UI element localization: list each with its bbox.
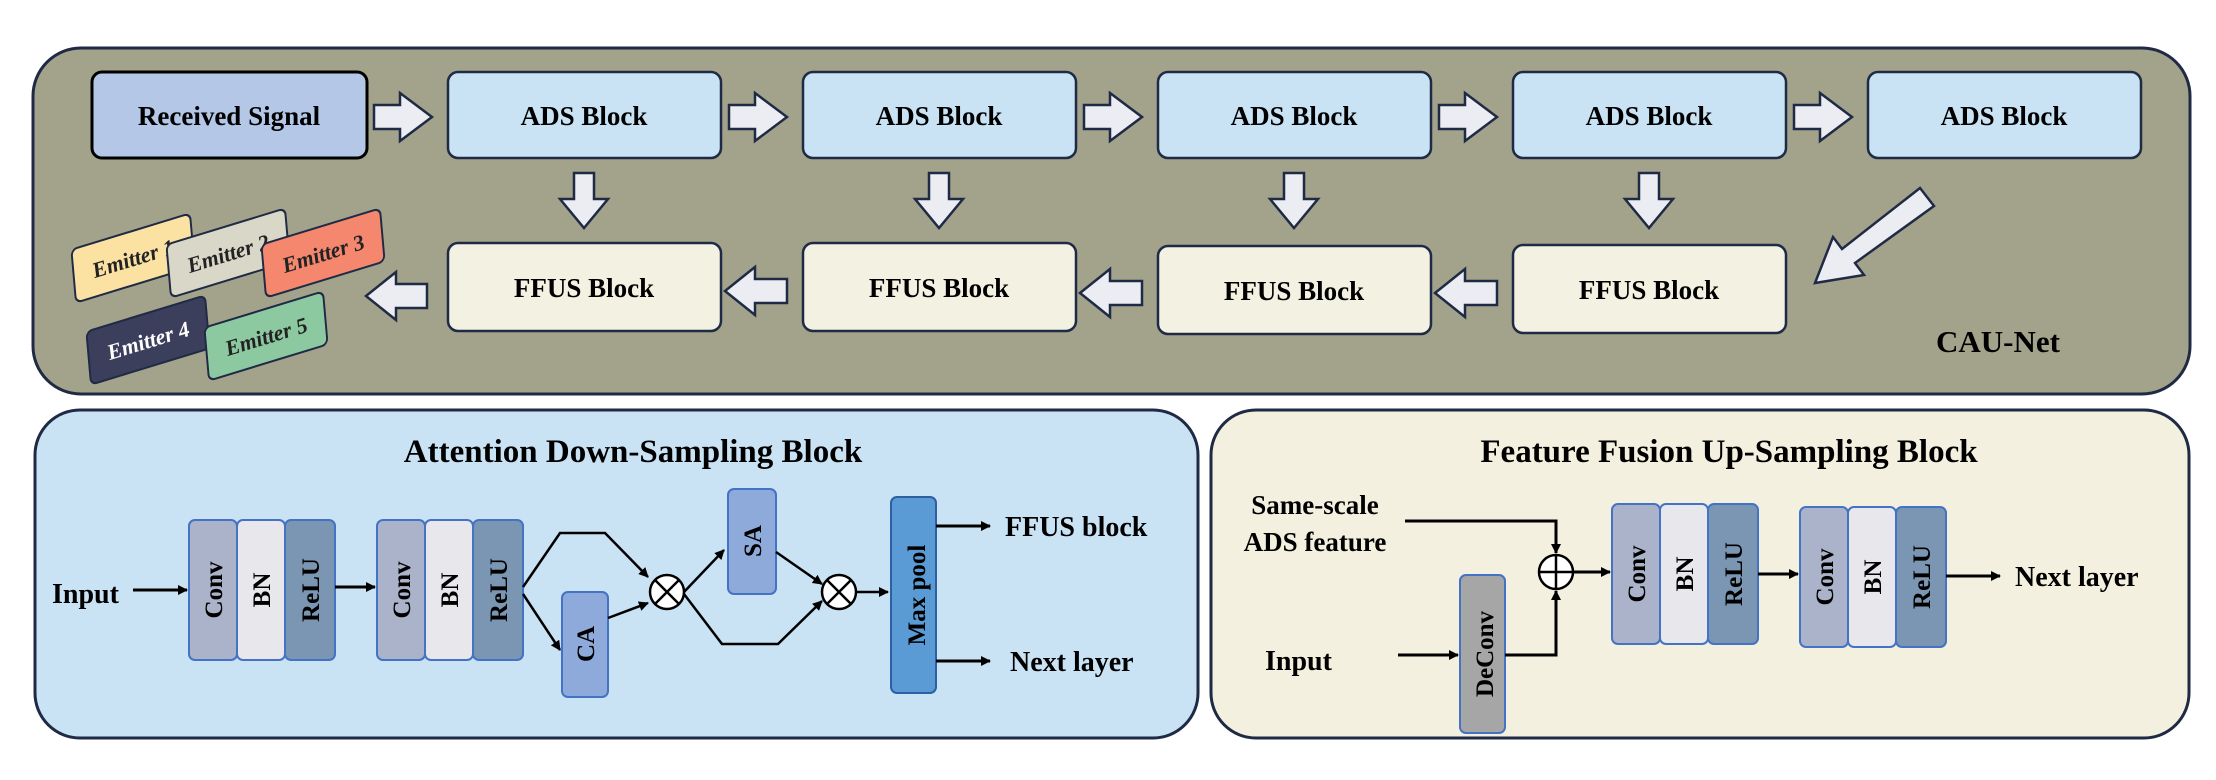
ffus-block-2: FFUS Block [801,241,1078,333]
relu-label: ReLU [298,558,325,622]
ffus-block-label: FFUS Block [869,273,1009,303]
ffus-panel-title: Feature Fusion Up-Sampling Block [1480,434,1978,470]
relu-label: ReLU [1721,542,1748,606]
skip-label-line2: ADS feature [1244,527,1387,557]
conv-label: Conv [389,561,416,618]
sa-block: SA [727,488,777,595]
ads-block-4: ADS Block [1511,70,1788,160]
ffus-block-3: FFUS Block [1156,244,1433,336]
ffus-block-1: FFUS Block [446,241,723,333]
emitter-card-3: Emitter 3 [260,208,386,298]
ads-block-3: ADS Block [1156,70,1433,160]
bn-label: BN [249,573,276,608]
ffus-conv-bn-relu-1: Conv BN ReLU [1611,503,1759,645]
conv-label: Conv [201,561,228,618]
ads-block-label: ADS Block [876,101,1003,131]
ads-block-label: ADS Block [1231,101,1358,131]
ads-block-1: ADS Block [446,70,723,160]
right-arrow-icon [372,90,1855,144]
down-arrow-icon [557,171,1676,230]
ads-block-5: ADS Block [1866,70,2143,160]
bn-label: BN [437,573,464,608]
max-pool-label: Max pool [904,545,931,646]
emitter-card-1: Emitter 1 [70,213,196,303]
conv-label: Conv [1812,548,1839,605]
received-signal-block: Received Signal [90,70,369,160]
relu-label: ReLU [1909,545,1936,609]
deconv-block: DeConv [1459,574,1506,734]
relu-label: ReLU [486,558,513,622]
ads-conv-bn-relu-2: Conv BN ReLU [376,519,524,661]
emitter-card-5: Emitter 5 [203,291,329,381]
max-pool-block: Max pool [890,496,937,694]
bn-label: BN [1860,560,1887,595]
ads-panel-title: Attention Down-Sampling Block [404,434,863,470]
ads-output-ffus-label: FFUS block [1005,512,1148,543]
ads-block-label: ADS Block [521,101,648,131]
add-icon [1537,553,1575,591]
ads-output-next-label: Next layer [1010,647,1134,678]
sa-label: SA [740,525,767,557]
bn-label: BN [1672,557,1699,592]
conv-label: Conv [1624,545,1651,602]
diagonal-arrow-icon [1813,186,1936,285]
ffus-conv-bn-relu-2: Conv BN ReLU [1799,506,1947,648]
multiply-icon [648,573,686,611]
multiply-icon [820,573,858,611]
deconv-label: DeConv [1472,610,1499,697]
ads-block-2: ADS Block [801,70,1078,160]
emitter-card-4: Emitter 4 [85,295,211,385]
ca-block: CA [561,591,609,698]
ads-input-label: Input [52,579,120,610]
network-name-label: CAU-Net [1936,324,2061,359]
skip-label-line1: Same-scale [1251,490,1378,520]
ffus-input-label: Input [1265,646,1333,677]
left-arrow-icon [363,264,1499,323]
ads-block-label: ADS Block [1586,101,1713,131]
emitter-card-2: Emitter 2 [165,208,291,298]
ffus-output-label: Next layer [2015,562,2139,593]
ffus-block-label: FFUS Block [514,273,654,303]
ffus-block-label: FFUS Block [1224,276,1364,306]
ffus-block-label: FFUS Block [1579,275,1719,305]
received-signal-label: Received Signal [138,101,321,131]
ads-block-label: ADS Block [1941,101,2068,131]
ffus-block-4: FFUS Block [1511,243,1788,335]
ads-conv-bn-relu-1: Conv BN ReLU [188,519,336,661]
ca-label: CA [573,626,600,662]
